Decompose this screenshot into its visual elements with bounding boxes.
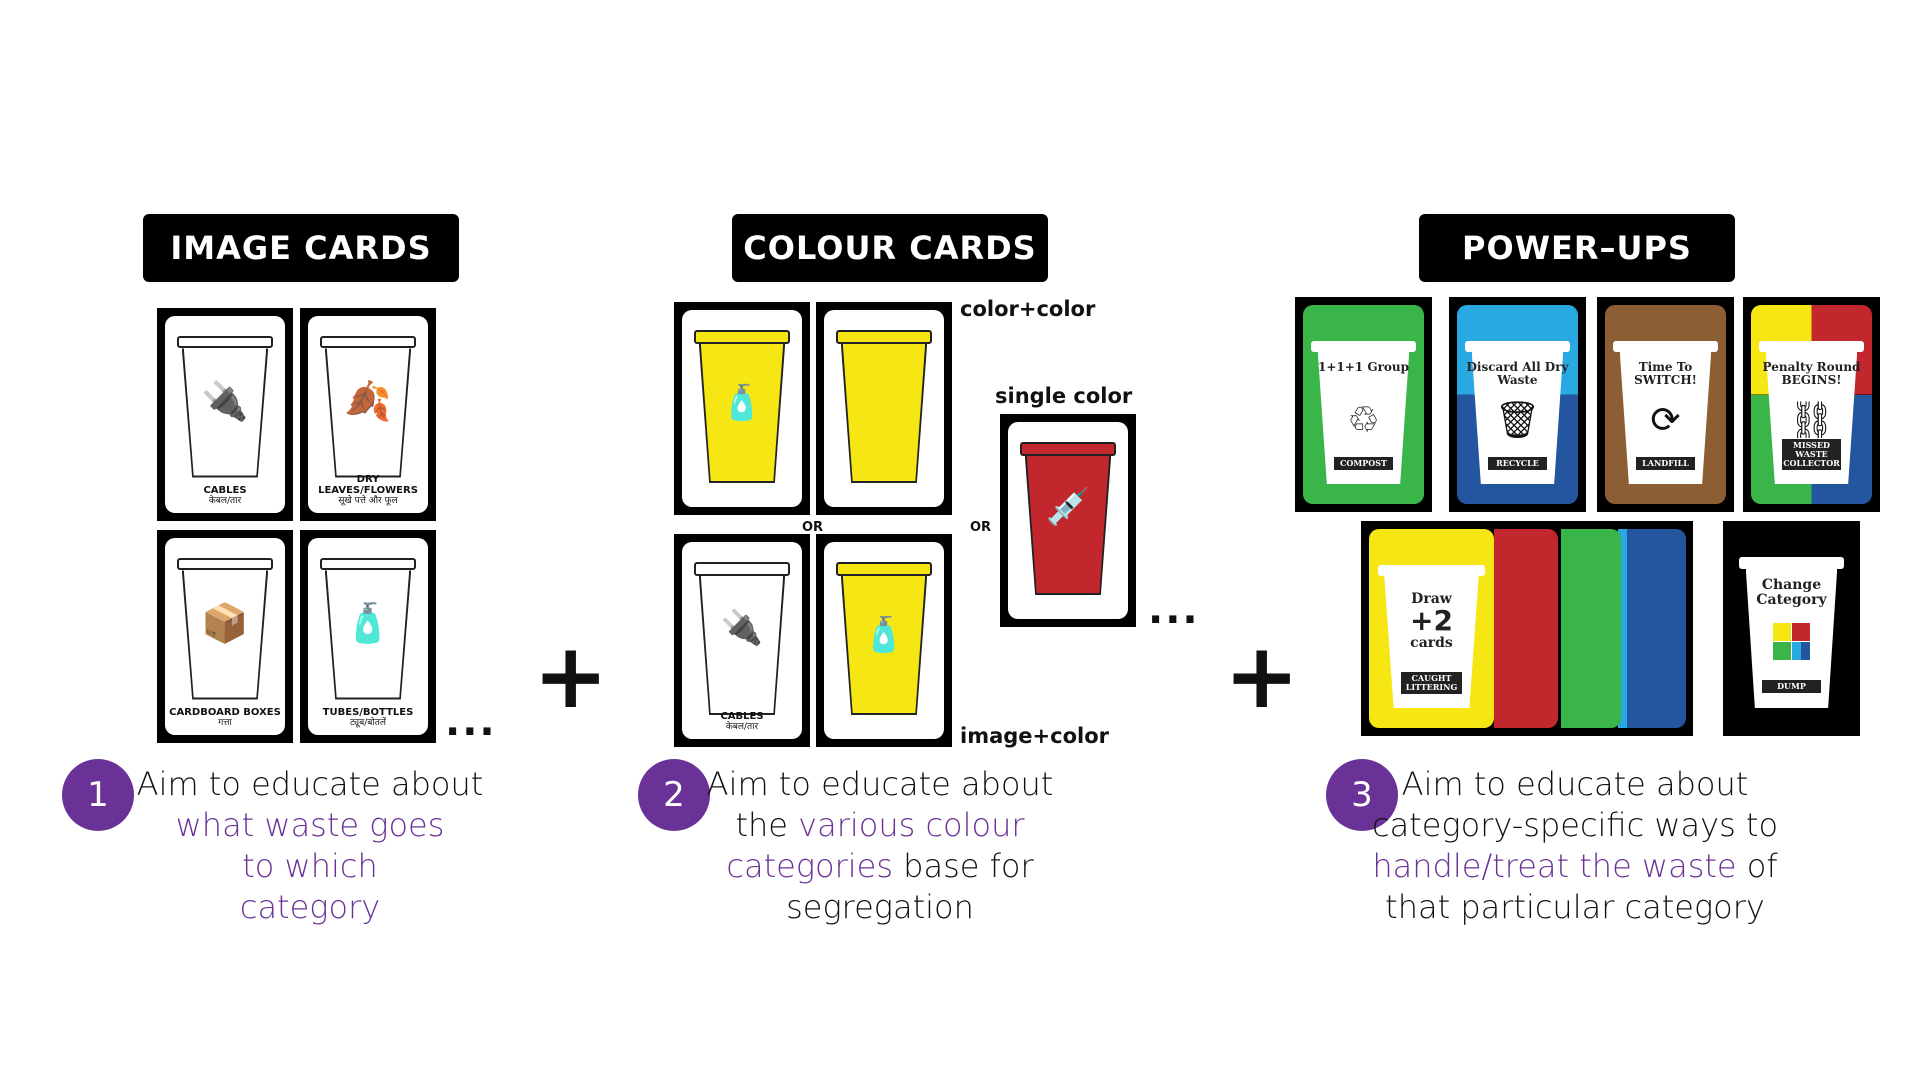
caught-littering-tag: CAUGHT LITTERING bbox=[1401, 671, 1462, 694]
change-category-title: Change Category bbox=[1756, 577, 1827, 609]
color-color-label: color+color bbox=[960, 297, 1096, 321]
color-squares-icon bbox=[1772, 623, 1811, 660]
power-up-title: Penalty Round BEGINS! bbox=[1762, 359, 1861, 387]
card-label: CABLES bbox=[720, 711, 764, 722]
switch-cycle-icon: ⟳ bbox=[1650, 399, 1681, 441]
power-up-title: Time To SWITCH! bbox=[1634, 359, 1697, 387]
power-ups-header: POWER–UPS bbox=[1419, 214, 1735, 282]
step-number-2: 2 bbox=[638, 759, 710, 831]
plus-sign: + bbox=[533, 624, 609, 729]
compost-icon: ♲ bbox=[1347, 399, 1380, 441]
power-up-card: Time To SWITCH! ⟳ LANDFILL bbox=[1597, 297, 1734, 512]
card-label: TUBES/BOTTLES bbox=[322, 707, 414, 718]
plus-sign: + bbox=[1224, 624, 1300, 729]
recycle-bin-icon: 🗑 bbox=[1494, 399, 1541, 441]
power-up-card: 1+1+1 Group ♲ COMPOST bbox=[1295, 297, 1432, 512]
step-number-3: 3 bbox=[1326, 759, 1398, 831]
cardboard-box-icon: 📦 bbox=[201, 601, 249, 646]
tube-icon: 🧴 bbox=[720, 383, 764, 424]
colour-card-yellow-3: 🧴 bbox=[816, 534, 952, 747]
description-2: Aim to educate about the various colour … bbox=[706, 765, 1054, 926]
card-label-hindi: केबल/तार bbox=[725, 722, 759, 732]
draw-unit: cards bbox=[1410, 634, 1453, 651]
leaves-icon: 🍂 bbox=[344, 379, 392, 424]
syringe-icon: 💉 bbox=[1045, 486, 1091, 528]
power-up-title: Discard All Dry Waste bbox=[1466, 359, 1569, 387]
card-label: CABLES bbox=[203, 485, 247, 496]
handcuffs-icon: ⛓ bbox=[1788, 399, 1835, 441]
colour-card-yellow-1: 🧴 bbox=[674, 302, 810, 515]
or-label: OR bbox=[802, 520, 824, 535]
power-up-card: Penalty Round BEGINS! ⛓MISSED WASTE COLLE… bbox=[1743, 297, 1880, 512]
draw-title: Draw bbox=[1411, 590, 1452, 607]
change-category-card: Change Category DUMP bbox=[1723, 521, 1860, 736]
draw-amount: +2 bbox=[1410, 603, 1453, 637]
card-label-hindi: गत्ता bbox=[218, 718, 232, 728]
ellipsis: ... bbox=[1148, 587, 1200, 633]
power-up-tag: RECYCLE bbox=[1488, 456, 1547, 470]
single-color-label: single color bbox=[995, 384, 1133, 408]
cable-icon: 🔌 bbox=[201, 379, 249, 424]
image-cards-header: IMAGE CARDS bbox=[143, 214, 459, 282]
power-up-tag: MISSED WASTE COLLECTOR bbox=[1782, 438, 1841, 470]
or-label: OR bbox=[970, 520, 992, 535]
description-3: Aim to educate about category-specific w… bbox=[1371, 765, 1779, 926]
colour-card-red: 💉 bbox=[1000, 414, 1136, 627]
step-number-1: 1 bbox=[62, 759, 134, 831]
power-up-title: 1+1+1 Group bbox=[1317, 359, 1410, 374]
power-up-card: Discard All Dry Waste 🗑 RECYCLE bbox=[1449, 297, 1586, 512]
image-color-label: image+color bbox=[960, 724, 1109, 748]
bottles-icon: 🧴 bbox=[344, 601, 392, 646]
card-label-hindi: सूखे पत्ते और फूल bbox=[338, 496, 398, 506]
card-label: CARDBOARD BOXES bbox=[169, 707, 281, 718]
tube-icon: 🧴 bbox=[862, 615, 906, 656]
card-label-hindi: केबल/तार bbox=[208, 496, 242, 506]
dump-tag: DUMP bbox=[1762, 679, 1821, 693]
power-up-tag: LANDFILL bbox=[1636, 456, 1695, 470]
power-up-tag: COMPOST bbox=[1334, 456, 1393, 470]
colour-card-yellow-2 bbox=[816, 302, 952, 515]
cable-icon: 🔌 bbox=[720, 607, 764, 648]
colour-cards-header: COLOUR CARDS bbox=[732, 214, 1048, 282]
card-label-hindi: ट्यूब/बोतलें bbox=[349, 718, 386, 728]
card-label: DRY LEAVES/FLOWERS bbox=[318, 474, 418, 496]
ellipsis: ... bbox=[445, 699, 497, 745]
